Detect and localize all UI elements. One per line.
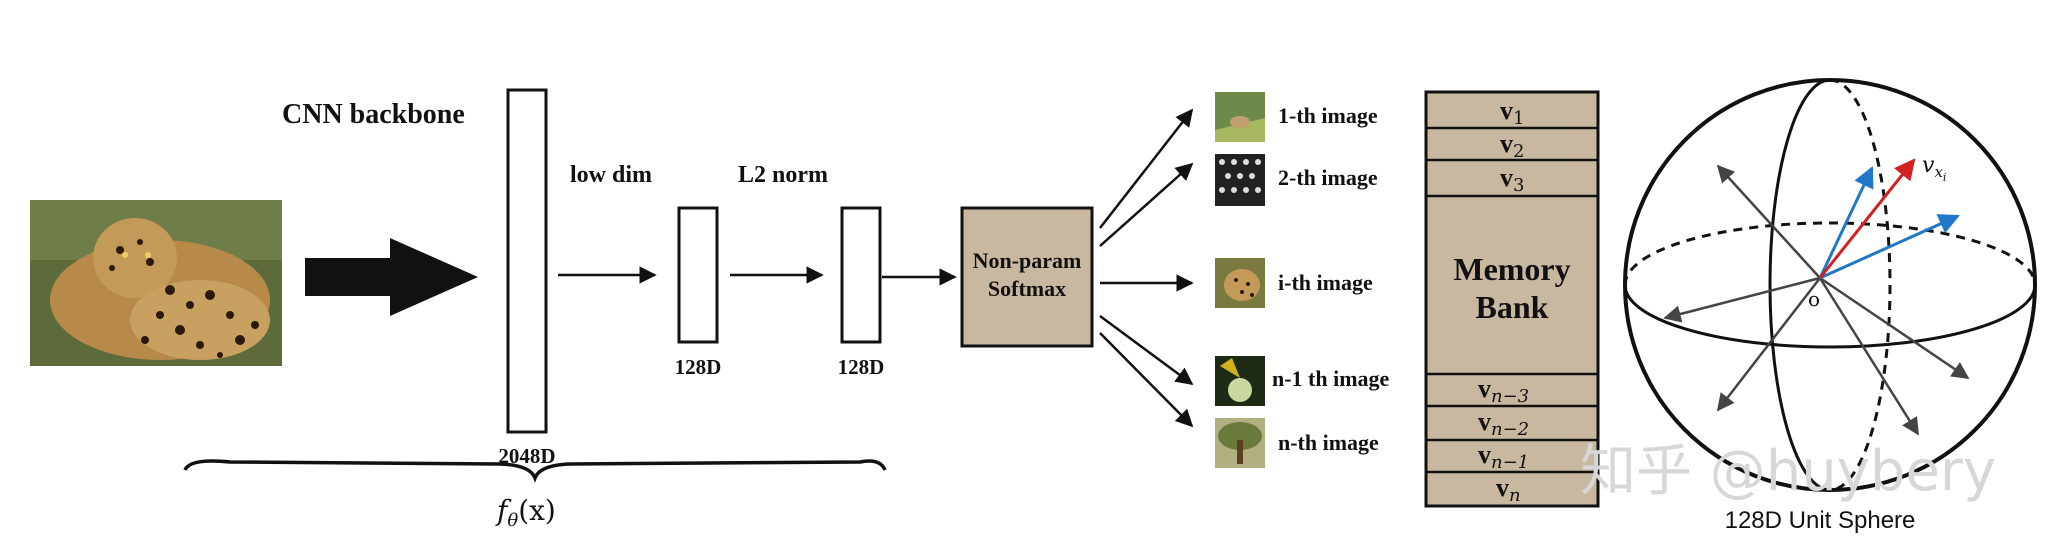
input-leopard-image: [30, 200, 282, 366]
big-forward-arrow: [305, 238, 478, 316]
l2-norm-box: [840, 206, 882, 344]
image-label-i: i-th image: [1278, 270, 1373, 295]
memory-v3: v3: [1500, 163, 1524, 196]
f-theta-label: fθ(x): [495, 494, 556, 531]
image-label-n: n-th image: [1278, 430, 1379, 455]
unit-sphere: [1623, 78, 2037, 492]
grass-thumbnail: [1215, 92, 1265, 142]
softmax-box: [960, 206, 1094, 348]
memory-vn-2: vn−2: [1478, 407, 1529, 440]
low-dim-label: low dim: [570, 162, 652, 188]
image-label-1: 1-th image: [1278, 103, 1378, 128]
memory-v2: v2: [1500, 129, 1524, 162]
softmax-label-line1: Non-param: [973, 248, 1082, 273]
memory-bank-label-line2: Bank: [1476, 289, 1549, 325]
memory-bank-label-line1: Memory: [1453, 251, 1570, 287]
plant-thumbnail: [1215, 356, 1265, 406]
memory-bank: [1424, 90, 1600, 508]
blue-vector-1: [1818, 166, 1874, 279]
dim-128-label-b: 128D: [838, 355, 885, 379]
backbone-label: CNN backbone: [282, 99, 465, 130]
brace: [183, 459, 887, 483]
fanout-arrows: [1099, 108, 1194, 428]
image-label-2: 2-th image: [1278, 165, 1378, 190]
vxi-label: vxi: [1922, 153, 1946, 184]
memory-vn: vn: [1496, 473, 1521, 506]
softmax-label-line2: Softmax: [988, 276, 1066, 301]
red-vector-vxi: [1818, 158, 1916, 279]
watermark: 知乎 @huybery: [1580, 439, 1996, 504]
feature-2048d-box: [506, 88, 548, 434]
memory-vn-1: vn−1: [1478, 440, 1529, 473]
blue-vector-2: [1819, 214, 1960, 280]
memory-vn-3: vn−3: [1478, 374, 1529, 407]
tree-thumbnail: [1215, 418, 1265, 468]
sphere-grey-arrows: [1663, 164, 1970, 436]
unit-sphere-label: 128D Unit Sphere: [1725, 507, 1916, 534]
l2-norm-label: L2 norm: [738, 162, 828, 188]
origin-label: o: [1808, 287, 1820, 311]
leopard-thumbnail: [1215, 258, 1265, 308]
image-label-n-1: n-1 th image: [1272, 366, 1390, 391]
dim-128-label-a: 128D: [675, 355, 722, 379]
low-dim-box: [677, 206, 719, 344]
pattern-thumbnail: [1215, 154, 1265, 206]
memory-v1: v1: [1500, 96, 1524, 129]
